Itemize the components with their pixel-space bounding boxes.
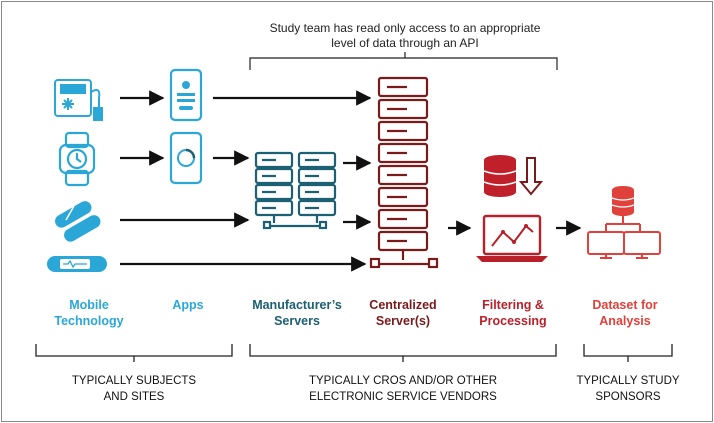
label-mobile-line1: Mobile (69, 298, 109, 312)
api-bracket (249, 52, 558, 70)
label-centralized-line1: Centralized (369, 298, 436, 312)
label-manufacturer-line1: Manufacturer’s (252, 298, 342, 312)
label-centralized-line2: Server(s) (376, 314, 430, 328)
fitness-band-icon (47, 256, 107, 272)
group-sponsors-line1: TYPICALLY STUDY (576, 375, 679, 387)
group-subjects-line1: TYPICALLY SUBJECTS (72, 375, 197, 387)
laptop-chart-icon (476, 214, 548, 262)
api-note-line2: level of data through an API (331, 36, 478, 50)
server-tower-icon (369, 76, 439, 269)
api-note-line1: Study team has read only access to an ap… (270, 21, 541, 35)
label-dataset-line2: Analysis (599, 314, 650, 328)
server-rack-icon (254, 151, 337, 230)
glucose-meter-icon (54, 79, 103, 121)
flow-arrows (120, 90, 582, 272)
database-network-icon (587, 186, 661, 259)
label-apps: Apps (172, 298, 203, 312)
group-cros-line1: TYPICALLY CROS AND/OR OTHER (309, 375, 497, 387)
smartphone-progress-icon (169, 131, 203, 185)
group-subjects-line2: AND SITES (104, 391, 165, 403)
label-dataset-line1: Dataset for (592, 298, 657, 312)
label-manufacturer-line2: Servers (274, 314, 320, 328)
label-mobile-line2: Technology (54, 314, 123, 328)
group-cros-line2: ELECTRONIC SERVICE VENDORS (309, 391, 497, 403)
group-sponsors-line2: SPONSORS (595, 391, 661, 403)
smartphone-login-icon (169, 68, 203, 122)
database-download-icon (483, 155, 544, 197)
smartwatch-icon (58, 131, 96, 187)
group-brackets (35, 344, 673, 362)
label-filtering-line1: Filtering & (482, 298, 544, 312)
label-filtering-line2: Processing (479, 314, 546, 328)
pill-icon (55, 201, 101, 242)
